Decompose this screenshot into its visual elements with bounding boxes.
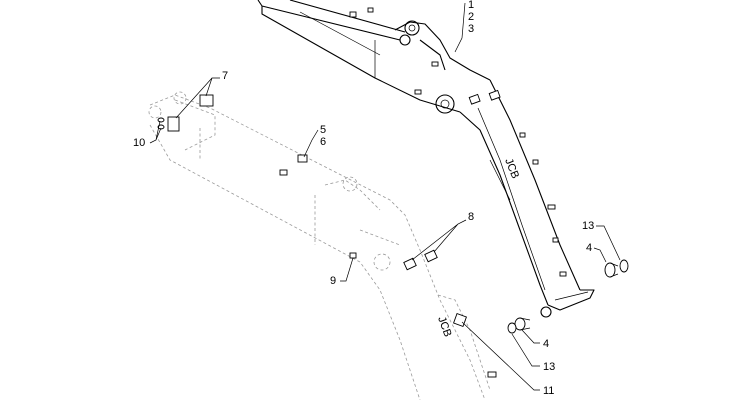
callout-3: 3 <box>468 23 474 35</box>
wear-pads <box>349 7 567 277</box>
callout-2: 2 <box>468 11 474 23</box>
callout-1: 1 <box>468 0 474 11</box>
callout-13-lower: 13 <box>543 361 555 373</box>
callouts: 1 2 3 4 13 4 13 5 6 7 8 9 10 11 <box>133 0 621 397</box>
svg-text:JCB: JCB <box>435 315 453 339</box>
boom-main: JCB <box>257 0 595 318</box>
callout-5: 5 <box>320 124 326 136</box>
bushes-and-seals <box>507 259 629 334</box>
callout-9: 9 <box>330 275 336 287</box>
callout-4-upper: 4 <box>586 242 592 254</box>
phantom-parts <box>157 94 497 378</box>
callout-4-lower: 4 <box>543 338 549 350</box>
callout-11: 11 <box>543 385 554 397</box>
svg-text:JCB: JCB <box>502 157 521 181</box>
callout-7: 7 <box>222 70 228 82</box>
callout-6: 6 <box>320 136 326 148</box>
callout-8: 8 <box>468 211 474 223</box>
callout-10: 10 <box>133 137 145 149</box>
callout-13-upper: 13 <box>582 220 594 232</box>
